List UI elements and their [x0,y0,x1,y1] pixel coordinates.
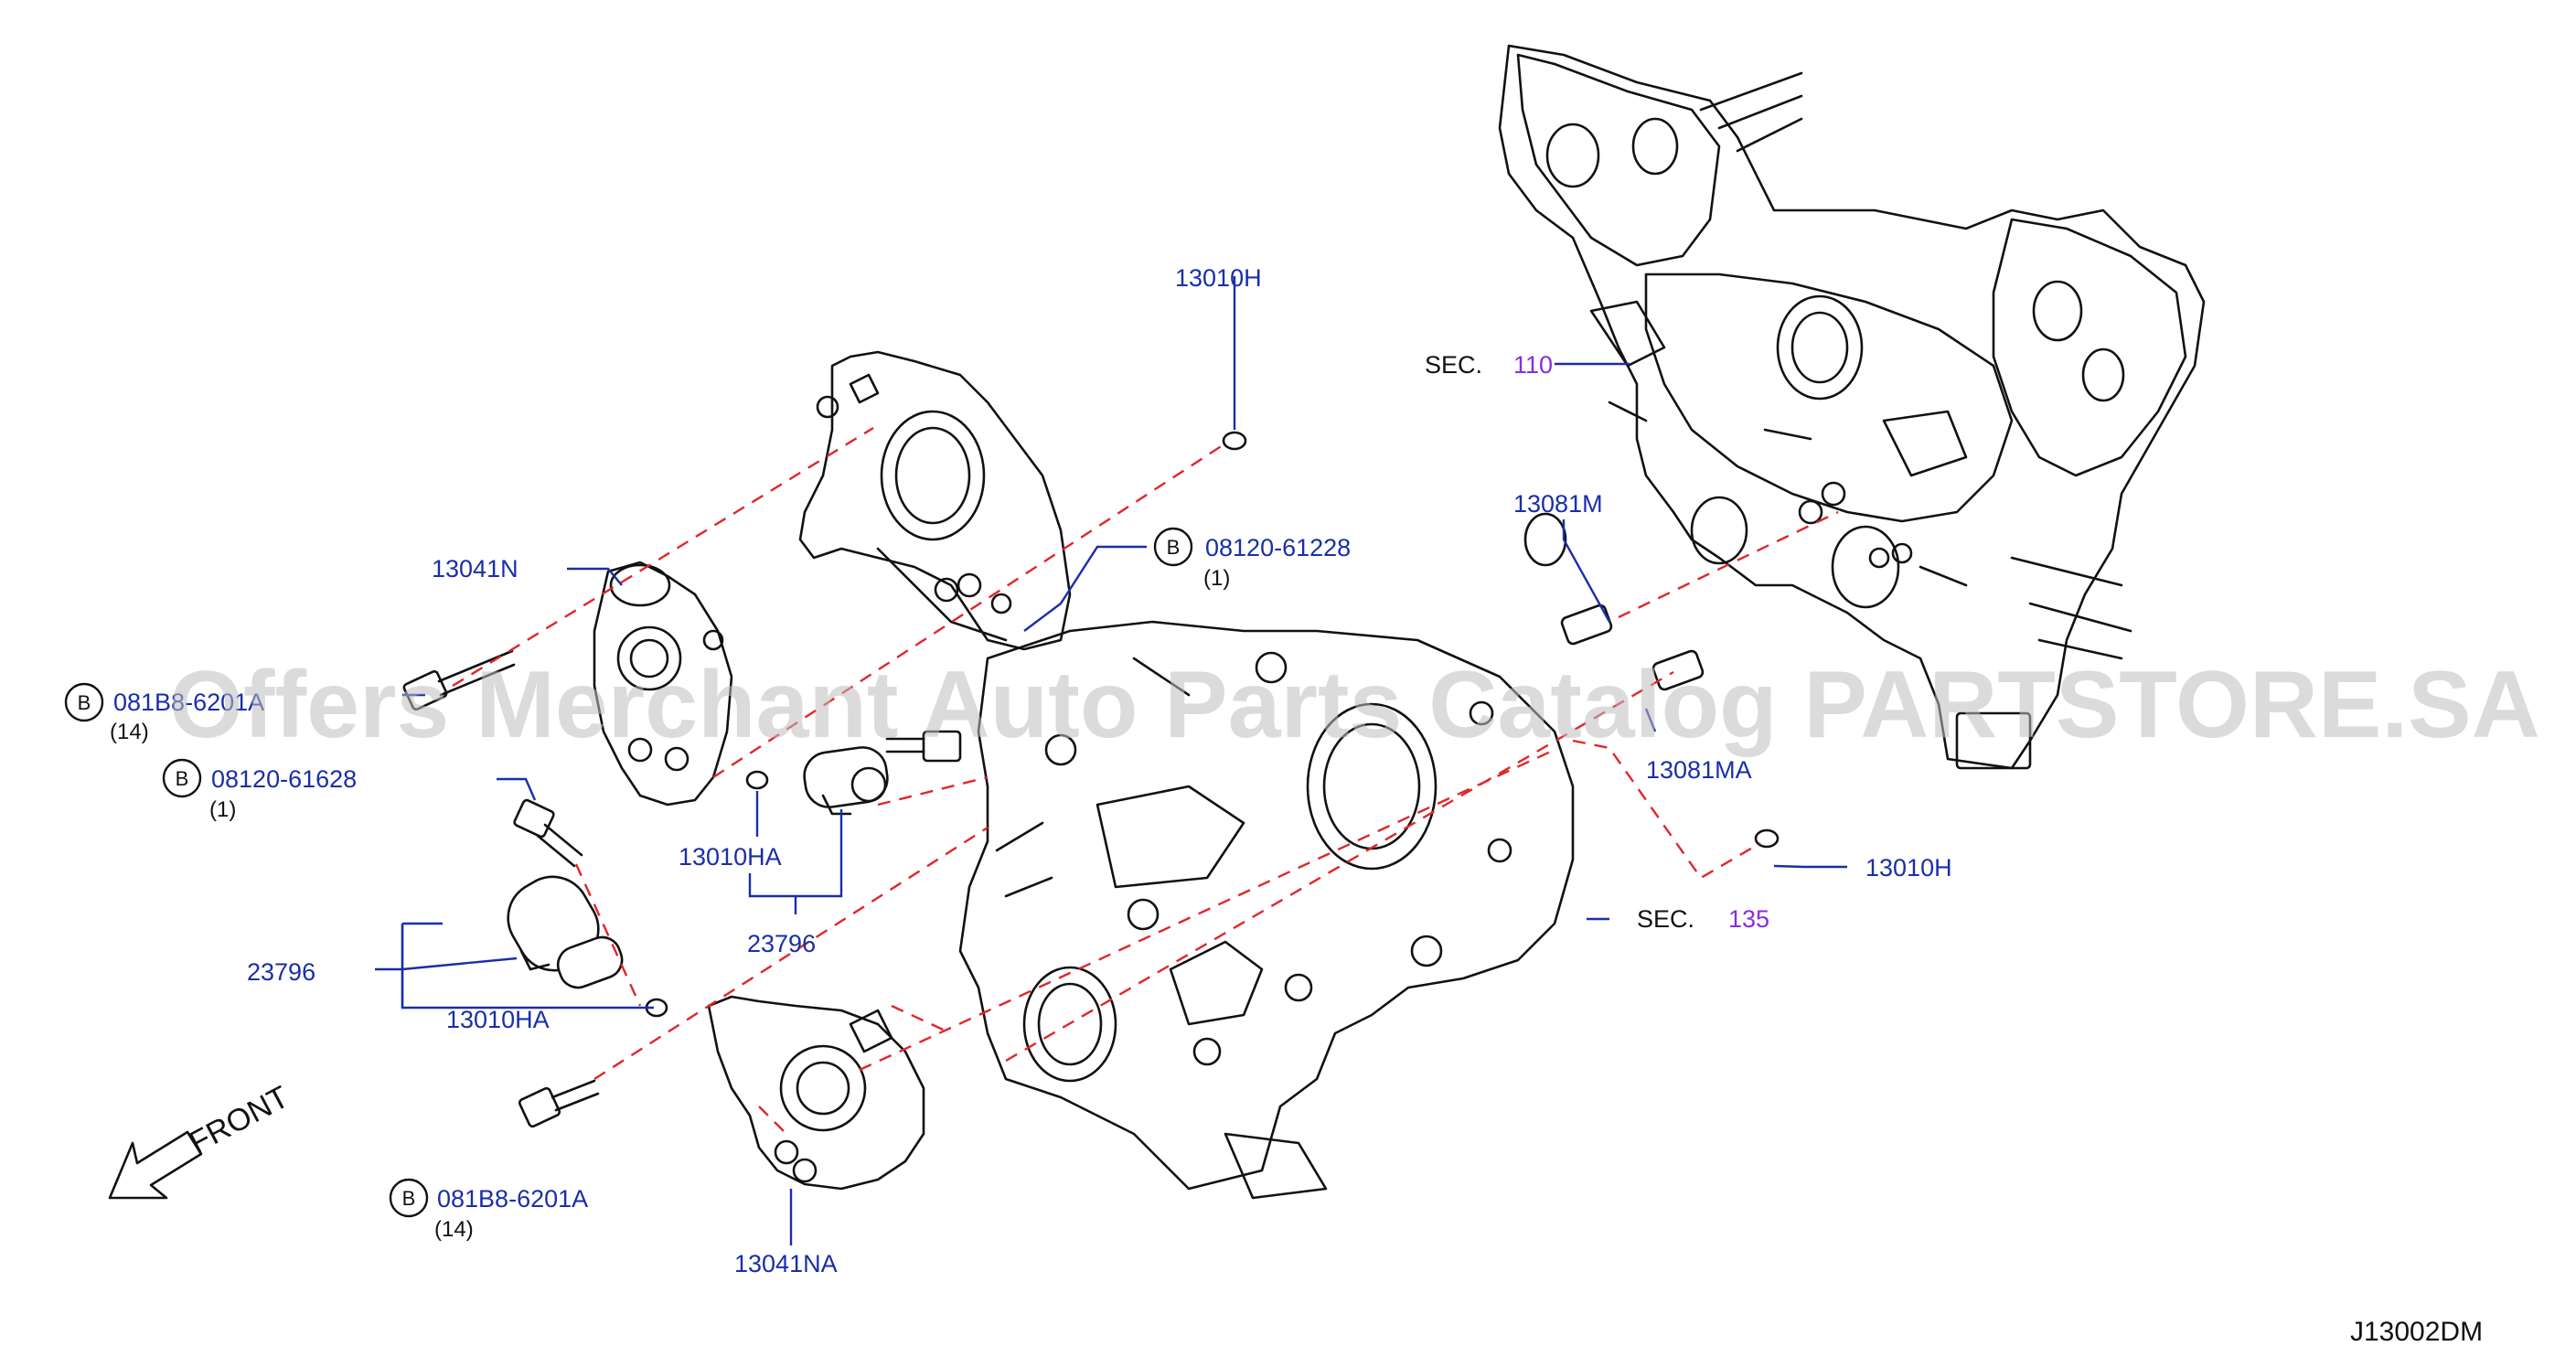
callout-13010ha-upper: 13010HA [679,843,782,871]
part-number: 081B8-6201A [113,689,264,716]
section-number: 135 [1728,905,1769,933]
bolt-symbol-badge [1153,527,1193,567]
solenoid-valve-lower [507,875,624,989]
valve-timing-cover-13041n [593,561,733,807]
section-ref-110: SEC. 110 [1425,351,1553,379]
section-prefix: SEC. [1637,905,1694,933]
diagram-code: J13002DM [2350,1317,2483,1347]
front-label: FRONT [184,1080,294,1161]
part-number: 08120-61228 [1205,534,1351,561]
bolt-lower-left [518,1079,600,1128]
assembly-lines [452,426,1839,1135]
o-ring-13010h-top [1222,431,1247,451]
bolt-symbol-letter: B [78,691,91,714]
callout-b-08120-61628: B 08120-61628 (1) [162,758,357,822]
quantity: (14) [110,720,149,744]
engine-block [1498,44,2206,770]
callout-23796-lower: 23796 [247,958,315,986]
callout-b-081b8-6201a-lower: B 081B8-6201A (14) [389,1178,588,1242]
callout-13081ma: 13081MA [1646,756,1752,784]
callout-13010h-top: 13010H [1175,264,1262,292]
bolt-symbol-badge [64,682,104,722]
callout-23796-upper: 23796 [747,930,816,957]
valve-timing-cover-13041na [707,995,925,1191]
bolt-08120-61228 [885,730,962,763]
bolt-symbol-letter: B [402,1187,416,1210]
callout-13041na: 13041NA [734,1250,838,1277]
part-number: 081B8-6201A [437,1185,588,1213]
bolt-08120-61628 [513,798,583,868]
front-timing-cover [958,620,1575,1200]
callout-13010h-right: 13010H [1865,854,1952,882]
front-arrow-icon [108,1130,203,1200]
callout-b-081b8-6201a-upper: B 081B8-6201A (14) [64,682,264,744]
bolt-symbol-badge [162,758,202,798]
callout-13010ha-lower: 13010HA [446,1006,550,1033]
section-ref-135: SEC. 135 [1637,905,1769,933]
quantity: (14) [434,1217,474,1242]
watermark: Offers Merchant Auto Parts Catalog PARTS… [169,652,2540,758]
front-direction-indicator: FRONT [108,1080,294,1200]
callout-13081m: 13081M [1513,490,1603,518]
quantity: (1) [209,797,236,822]
bolt-symbol-letter: B [176,767,189,790]
bolt-symbol-badge [389,1178,429,1218]
rear-timing-cover [798,350,1072,651]
callout-13041n: 13041N [432,555,518,582]
o-ring-13010ha-upper [745,770,769,790]
callout-b-08120-61228: B 08120-61228 (1) [1153,527,1351,591]
quantity: (1) [1203,566,1230,591]
bolt-symbol-letter: B [1167,536,1181,559]
section-prefix: SEC. [1425,351,1482,379]
dowel-pins-13081 [1560,604,1705,691]
part-number: 08120-61628 [211,765,357,793]
solenoid-valve-upper [803,746,889,816]
leader-lines [375,276,1847,1245]
section-number: 110 [1513,351,1553,379]
o-ring-13010h-right [1754,828,1780,849]
